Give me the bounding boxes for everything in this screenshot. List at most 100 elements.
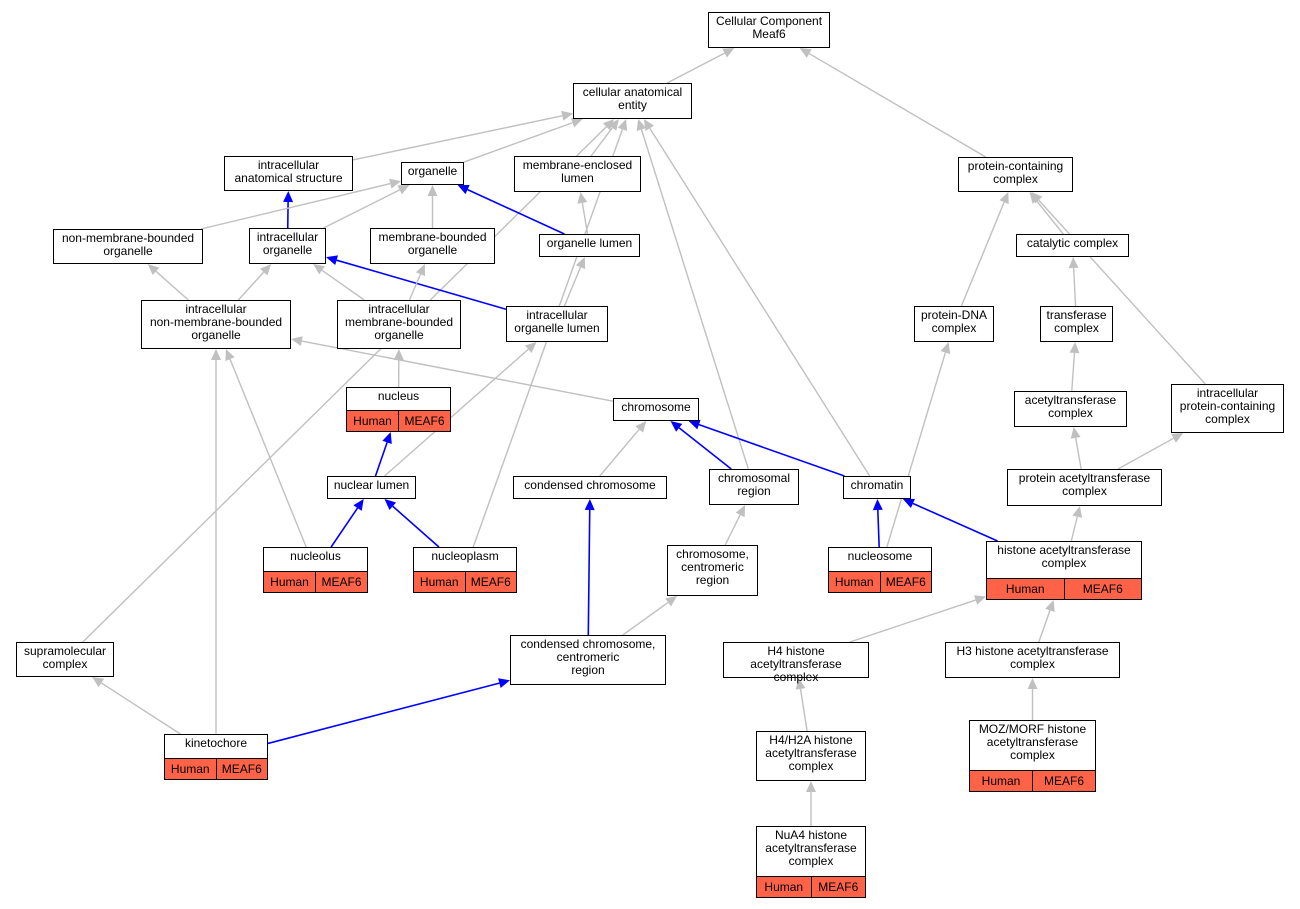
arrowhead (498, 678, 510, 688)
node-intracellular-organelle[interactable]: intracellular organelle (249, 228, 326, 264)
node-condensed-chromosome[interactable]: condensed chromosome (513, 476, 667, 499)
node-label: intracellular membrane-bounded organelle (344, 302, 454, 342)
arrowhead (735, 505, 746, 518)
arrowhead (795, 678, 806, 690)
node-acetyltransferase-complex[interactable]: acetyltransferase complex (1014, 391, 1127, 427)
edge-is_a-nmbo-to-organelle (200, 182, 391, 230)
node-cellular-anatomical-entity[interactable]: cellular anatomical entity (573, 83, 692, 119)
edge-is_a-iol-to-ol (563, 266, 582, 307)
arrowhead (670, 421, 683, 432)
node-organelle-lumen[interactable]: organelle lumen (539, 234, 640, 257)
node-membrane-enclosed-lumen[interactable]: membrane-enclosed lumen (514, 156, 641, 192)
edge-is_a-cc-to-chromosome (599, 428, 640, 477)
arrowhead (974, 595, 986, 605)
node-transferase-complex[interactable]: transferase complex (1040, 306, 1113, 342)
node-label: H4 histone acetyltransferase complex (750, 644, 842, 684)
node-label: intracellular protein-containing complex (1179, 386, 1276, 426)
node-chromatin[interactable]: chromatin (843, 476, 911, 499)
arrowhead (1027, 678, 1038, 689)
node-supramolecular-complex[interactable]: supramolecular complex (16, 642, 114, 677)
edge-is_a-trans-to-cat (1072, 267, 1077, 307)
arrowhead (415, 264, 426, 277)
node-h4-h2a-histone-acetyltransferase-complex[interactable]: H4/H2A histone acetyltransferase complex (756, 731, 866, 781)
node-protein-dna-complex[interactable]: protein-DNA complex (914, 306, 994, 342)
node-label: acetyltransferase complex (1024, 393, 1117, 420)
node-non-membrane-bounded-organelle[interactable]: non-membrane-bounded organelle (53, 229, 203, 264)
node-protein-containing-complex[interactable]: protein-containing complex (958, 157, 1073, 192)
node-chromosome-centromeric-region[interactable]: chromosome, centromeric region (667, 545, 758, 596)
edge-is_a-acet-to-trans (1071, 352, 1076, 392)
edge-is_a-pcc-to-root (808, 52, 987, 158)
edge-part_of-nucleolus-to-nl (330, 507, 359, 548)
node-h4-histone-acetyltransferase-complex[interactable]: H4 histone acetyltransferase complex (723, 642, 869, 684)
arrowhead (665, 596, 677, 607)
arrowhead (389, 178, 401, 189)
node-chromosome[interactable]: chromosome (613, 398, 699, 421)
node-label: chromosomal region (717, 471, 791, 498)
node-h3-histone-acetyltransferase-complex[interactable]: H3 histone acetyltransferase complex (945, 642, 1120, 678)
arrowhead (577, 192, 588, 204)
node-catalytic-complex[interactable]: catalytic complex (1016, 234, 1129, 257)
arrowhead (397, 185, 410, 195)
node-label: intracellular non-membrane-bounded organ… (149, 302, 283, 342)
node-label: intracellular organelle lumen (514, 308, 600, 335)
arrowhead (313, 264, 325, 275)
node-intracellular-organelle-lumen[interactable]: intracellular organelle lumen (506, 306, 608, 342)
edge-is_a-chromosome-to-inmbo (301, 340, 614, 402)
edge-is_a-organelle-to-cae (463, 122, 573, 163)
node-intracellular-protein-containing-complex[interactable]: intracellular protein-containing complex (1171, 384, 1284, 433)
arrowhead (999, 192, 1009, 205)
node-root[interactable]: Cellular Component Meaf6 (708, 12, 830, 48)
arrowhead (393, 349, 404, 360)
node-label: transferase complex (1046, 308, 1107, 335)
edge-is_a-pacet-to-ipcc (1117, 437, 1174, 470)
edge-is_a-hat-to-pacet (1070, 516, 1078, 542)
node-label: nucleosome (847, 549, 913, 563)
edge-is_a-nl-to-iol (384, 348, 529, 477)
node-label: condensed chromosome (524, 478, 656, 492)
node-intracellular-membrane-bounded-organelle[interactable]: intracellular membrane-bounded organelle (337, 300, 461, 349)
node-label: chromosome, centromeric region (676, 547, 749, 587)
node-membrane-bounded-organelle[interactable]: membrane-bounded organelle (370, 228, 495, 264)
edge-is_a-ccr-to-cr (724, 514, 741, 546)
node-chromosomal-region[interactable]: chromosomal region (709, 469, 799, 505)
node-protein-acetyltransferase-complex[interactable]: protein acetyltransferase complex (1007, 469, 1162, 506)
organism-badge: Human (414, 572, 465, 592)
edge-is_a-cccr-to-ccr (622, 601, 669, 636)
arrowhead (283, 191, 294, 203)
edge-part_of-kinetochore-to-cccr (267, 682, 500, 745)
gene-badge: MEAF6 (1063, 579, 1141, 599)
node-label: protein-containing complex (967, 159, 1064, 186)
edge-part_of-cr-to-chromosome (678, 427, 732, 470)
edge-part_of-nucleosome-to-chromatin (877, 509, 880, 548)
gene-badge: MEAF6 (215, 759, 267, 779)
arrowhead (872, 499, 883, 511)
edge-is_a-chromatin-to-cae (649, 127, 871, 477)
node-nuclear-lumen[interactable]: nuclear lumen (327, 476, 416, 499)
arrowhead (602, 119, 615, 131)
node-intracellular-anatomical-structure[interactable]: intracellular anatomical structure (224, 156, 353, 191)
node-moz-morf-histone-acetyltransferase-complex[interactable]: MOZ/MORF histone acetyltransferase compl… (969, 720, 1096, 792)
arrowhead (291, 336, 303, 346)
node-label: Cellular Component Meaf6 (715, 14, 823, 41)
node-intracellular-non-membrane-bounded-organelle[interactable]: intracellular non-membrane-bounded organ… (141, 300, 291, 349)
edge-part_of-chromatin-to-chromosome (698, 423, 845, 477)
arrowhead (799, 48, 812, 58)
node-organelle[interactable]: organelle (401, 162, 464, 185)
organism-badge: Human (829, 572, 880, 592)
node-condensed-chromosome-centromeric-region[interactable]: condensed chromosome, centromeric region (510, 635, 666, 685)
arrowhead (608, 119, 619, 131)
arrowhead (806, 781, 816, 792)
